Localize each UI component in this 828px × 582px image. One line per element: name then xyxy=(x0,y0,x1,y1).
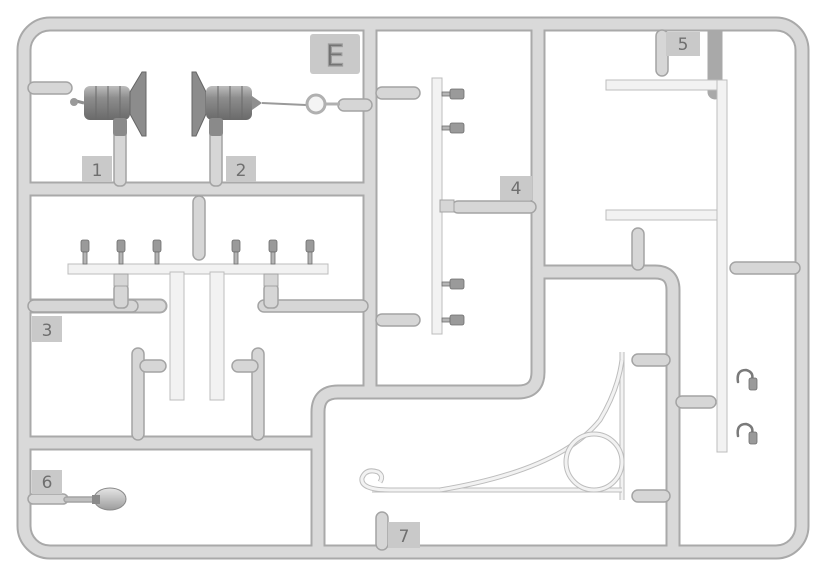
part-number-6: 6 xyxy=(42,473,53,493)
part-6-bulb xyxy=(92,487,127,511)
part-7-scroll-bracket xyxy=(359,352,625,500)
part-number-7: 7 xyxy=(399,527,410,547)
part-number-3: 3 xyxy=(42,321,53,341)
part-number-1: 1 xyxy=(92,161,103,181)
part-3-insulator-bar xyxy=(67,239,329,401)
gates xyxy=(27,29,801,551)
part-5-frame xyxy=(605,79,758,453)
part-2-lamp xyxy=(191,71,340,137)
part-4-insulator-post xyxy=(431,77,465,335)
sprue-letter: E xyxy=(326,39,345,74)
part-number-5: 5 xyxy=(678,35,689,55)
part-number-4: 4 xyxy=(511,179,522,199)
part-number-tags xyxy=(32,32,700,548)
part-number-2: 2 xyxy=(236,161,247,181)
part-1-lamp xyxy=(70,71,147,137)
